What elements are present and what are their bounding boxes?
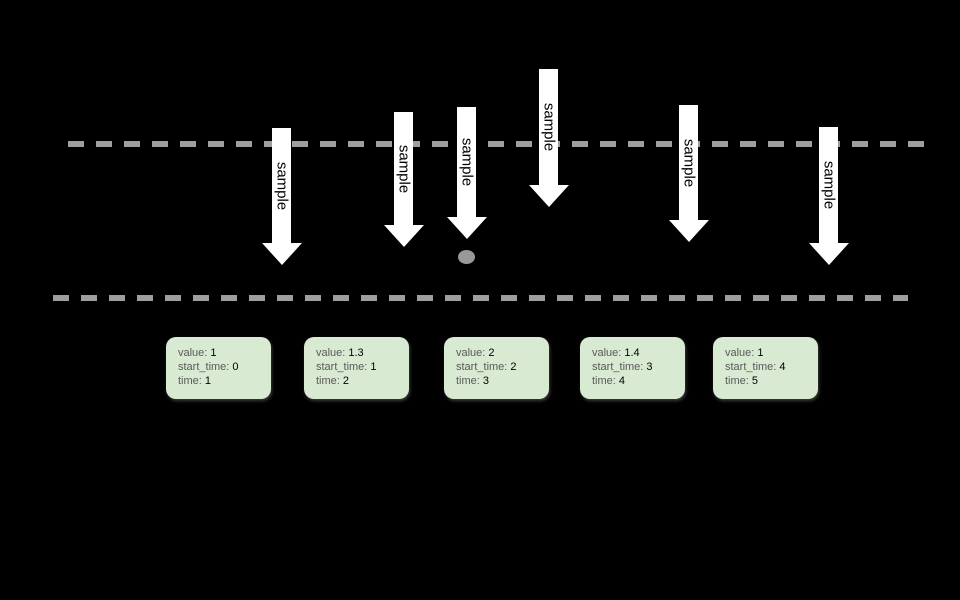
time-value: 5 bbox=[751, 375, 758, 387]
start-time-field: start_time:0 bbox=[178, 360, 267, 374]
arrow-down-icon bbox=[262, 243, 302, 265]
value-field: value:1 bbox=[178, 346, 267, 360]
arrow-label: sample bbox=[820, 160, 838, 210]
arrow-shaft bbox=[819, 127, 838, 244]
sample-arrow-6: sample bbox=[809, 127, 849, 265]
start-time-label: start_time: bbox=[178, 361, 230, 373]
value-field: value:1.4 bbox=[592, 346, 681, 360]
sample-arrow-4: sample bbox=[529, 69, 569, 207]
start-time-value: 3 bbox=[646, 361, 653, 373]
time-field: time:5 bbox=[725, 374, 814, 388]
start-time-label: start_time: bbox=[592, 361, 644, 373]
time-field: time:3 bbox=[456, 374, 545, 388]
start-time-field: start_time:1 bbox=[316, 360, 405, 374]
sample-arrow-2: sample bbox=[384, 112, 424, 247]
value-value: 2 bbox=[488, 347, 495, 359]
arrow-down-icon bbox=[529, 185, 569, 207]
sample-point-dot bbox=[458, 250, 475, 264]
start-time-value: 1 bbox=[370, 361, 377, 373]
value-label: value: bbox=[725, 347, 755, 359]
time-value: 1 bbox=[204, 375, 211, 387]
start-time-field: start_time:4 bbox=[725, 360, 814, 374]
arrow-down-icon bbox=[384, 225, 424, 247]
start-time-label: start_time: bbox=[456, 361, 508, 373]
sample-box-4: value:1.4 start_time:3 time:4 bbox=[580, 337, 685, 399]
arrow-down-icon bbox=[669, 220, 709, 242]
arrow-label: sample bbox=[273, 161, 291, 210]
time-field: time:4 bbox=[592, 374, 681, 388]
start-time-field: start_time:3 bbox=[592, 360, 681, 374]
value-label: value: bbox=[178, 347, 208, 359]
time-label: time: bbox=[316, 375, 340, 387]
sample-box-2: value:1.3 start_time:1 time:2 bbox=[304, 337, 409, 399]
time-value: 4 bbox=[618, 375, 625, 387]
start-time-label: start_time: bbox=[725, 361, 777, 373]
value-label: value: bbox=[592, 347, 622, 359]
time-value: 2 bbox=[342, 375, 349, 387]
arrow-shaft bbox=[394, 112, 413, 226]
time-label: time: bbox=[178, 375, 202, 387]
arrow-label: sample bbox=[395, 144, 413, 193]
sample-box-1: value:1 start_time:0 time:1 bbox=[166, 337, 271, 399]
value-field: value:2 bbox=[456, 346, 545, 360]
time-label: time: bbox=[725, 375, 749, 387]
value-value: 1.3 bbox=[348, 347, 364, 359]
start-time-value: 2 bbox=[510, 361, 517, 373]
sample-arrow-5: sample bbox=[669, 105, 709, 242]
time-field: time:1 bbox=[178, 374, 267, 388]
arrow-label: sample bbox=[458, 137, 476, 187]
value-label: value: bbox=[316, 347, 346, 359]
time-field: time:2 bbox=[316, 374, 405, 388]
sample-box-3: value:2 start_time:2 time:3 bbox=[444, 337, 549, 399]
sample-arrow-3: sample bbox=[447, 107, 487, 239]
arrow-shaft bbox=[272, 128, 291, 244]
arrow-down-icon bbox=[447, 217, 487, 239]
value-field: value:1 bbox=[725, 346, 814, 360]
start-time-field: start_time:2 bbox=[456, 360, 545, 374]
arrow-down-icon bbox=[809, 243, 849, 265]
arrow-label: sample bbox=[680, 138, 698, 187]
value-value: 1.4 bbox=[624, 347, 640, 359]
start-time-label: start_time: bbox=[316, 361, 368, 373]
value-label: value: bbox=[456, 347, 486, 359]
time-label: time: bbox=[592, 375, 616, 387]
arrow-shaft bbox=[539, 69, 558, 186]
start-time-value: 0 bbox=[232, 361, 239, 373]
arrow-shaft bbox=[679, 105, 698, 221]
time-label: time: bbox=[456, 375, 480, 387]
value-value: 1 bbox=[757, 347, 764, 359]
time-value: 3 bbox=[482, 375, 489, 387]
start-time-value: 4 bbox=[779, 361, 786, 373]
value-value: 1 bbox=[210, 347, 217, 359]
sample-box-5: value:1 start_time:4 time:5 bbox=[713, 337, 818, 399]
value-field: value:1.3 bbox=[316, 346, 405, 360]
arrow-shaft bbox=[457, 107, 476, 218]
sample-arrow-1: sample bbox=[262, 128, 302, 265]
arrow-label: sample bbox=[540, 102, 558, 152]
